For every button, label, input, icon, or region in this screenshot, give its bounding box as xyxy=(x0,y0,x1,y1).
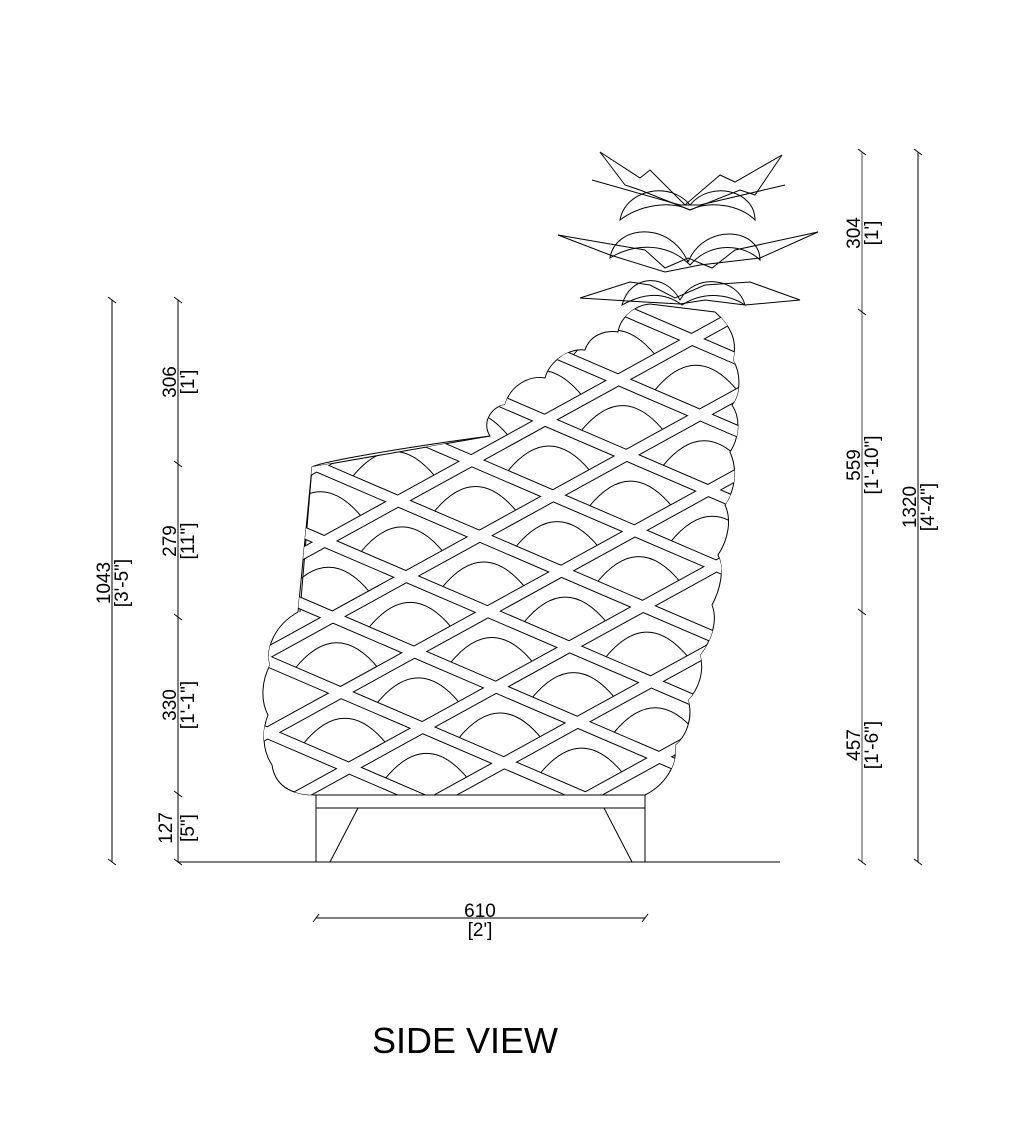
diamond-lattice xyxy=(262,290,760,795)
scallop-arc xyxy=(433,486,518,513)
scallop-arc xyxy=(531,672,616,699)
scallop-arc xyxy=(514,521,600,548)
scallop-arc xyxy=(359,526,445,554)
lattice-line xyxy=(262,304,494,427)
dim-1320-imperial: [4'-4"] xyxy=(918,483,939,531)
dimension-right-overall: 1320 [4'-4"] xyxy=(900,148,939,866)
scallop-arc xyxy=(416,335,502,362)
dim-610-imperial: [2'] xyxy=(468,920,493,941)
lattice-line xyxy=(706,776,739,795)
scallop-arc xyxy=(262,340,347,368)
scallop-arc xyxy=(294,642,380,670)
scallop-arc xyxy=(441,561,527,589)
scallop-arc xyxy=(580,405,665,432)
dimension-left-overall: 1043 [3'-5"] xyxy=(94,296,133,866)
lattice-line xyxy=(262,457,739,747)
view-title: SIDE VIEW xyxy=(372,1020,558,1061)
dim-1320-mm: 1320 xyxy=(900,486,921,528)
scallop-arc xyxy=(539,747,625,775)
scallop-arc xyxy=(367,602,453,629)
chair-base xyxy=(315,794,646,863)
lattice-line xyxy=(574,304,739,374)
scallop-arc xyxy=(571,329,657,357)
lattice-line xyxy=(744,290,760,297)
lattice-line xyxy=(744,290,760,297)
scallop-arc xyxy=(343,375,429,403)
scallop-arc xyxy=(669,515,739,543)
scallop-arc xyxy=(506,445,592,473)
pineapple-crown xyxy=(557,151,819,307)
scallop-arc xyxy=(596,556,682,583)
dim-610-mm: 610 xyxy=(464,901,496,922)
dim-306-imperial: [1'] xyxy=(178,370,199,395)
dimension-left-chain: 306 [1'] 279 [11"] 330 [1'-1"] 127 [5"] xyxy=(156,296,199,866)
dim-457-mm: 457 xyxy=(844,729,865,761)
scallop-arc xyxy=(286,567,371,594)
scallop-arc xyxy=(269,415,355,443)
lattice-line xyxy=(262,304,739,587)
dim-1043-imperial: [3'-5"] xyxy=(112,559,133,607)
lattice-line xyxy=(262,304,349,348)
lattice-line xyxy=(262,432,739,662)
dim-330-imperial: [1'-1"] xyxy=(178,681,199,729)
dim-279-imperial: [11"] xyxy=(178,522,199,559)
scallop-arc xyxy=(653,364,739,392)
scallop-arc xyxy=(588,480,674,508)
dim-304-imperial: [1'] xyxy=(862,221,883,246)
pineapple-body xyxy=(262,290,760,796)
dim-330-mm: 330 xyxy=(160,689,181,721)
lattice-line xyxy=(262,792,282,795)
scallop-arc xyxy=(612,707,698,735)
scallop-arc xyxy=(498,370,584,397)
lattice-line xyxy=(706,777,739,795)
dim-559-mm: 559 xyxy=(844,449,865,481)
scallop-arc xyxy=(302,718,388,745)
lattice-line xyxy=(262,791,282,795)
dim-304-mm: 304 xyxy=(844,217,865,249)
scallop-arc xyxy=(457,712,543,740)
lattice-line xyxy=(262,504,739,734)
dim-306-mm: 306 xyxy=(160,366,181,398)
dimension-right-chain: 304 [1'] 559 [1'-10"] 457 [1'-6"] xyxy=(844,148,883,866)
dim-279-mm: 279 xyxy=(160,525,181,557)
scallop-arc xyxy=(278,491,363,519)
scallop-arc xyxy=(375,677,461,705)
dim-127-imperial: [5"] xyxy=(178,814,199,842)
lattice-line xyxy=(262,648,616,795)
dim-1043-mm: 1043 xyxy=(94,562,115,604)
scallop-arc xyxy=(424,410,510,438)
lattice-line xyxy=(270,537,739,795)
lattice-line xyxy=(262,377,739,667)
dim-127-mm: 127 xyxy=(156,812,177,844)
dimension-width: 610 [2'] xyxy=(312,901,649,941)
lattice-line xyxy=(262,304,348,347)
scallop-arc xyxy=(604,631,690,659)
lattice-line xyxy=(407,304,739,446)
lattice-line xyxy=(262,304,494,428)
scallop-arc xyxy=(384,753,469,780)
scallop-arc xyxy=(449,637,535,664)
dim-457-imperial: [1'-6"] xyxy=(862,721,883,769)
dim-559-imperial: [1'-10"] xyxy=(862,436,883,495)
scallop-arc xyxy=(522,596,608,624)
